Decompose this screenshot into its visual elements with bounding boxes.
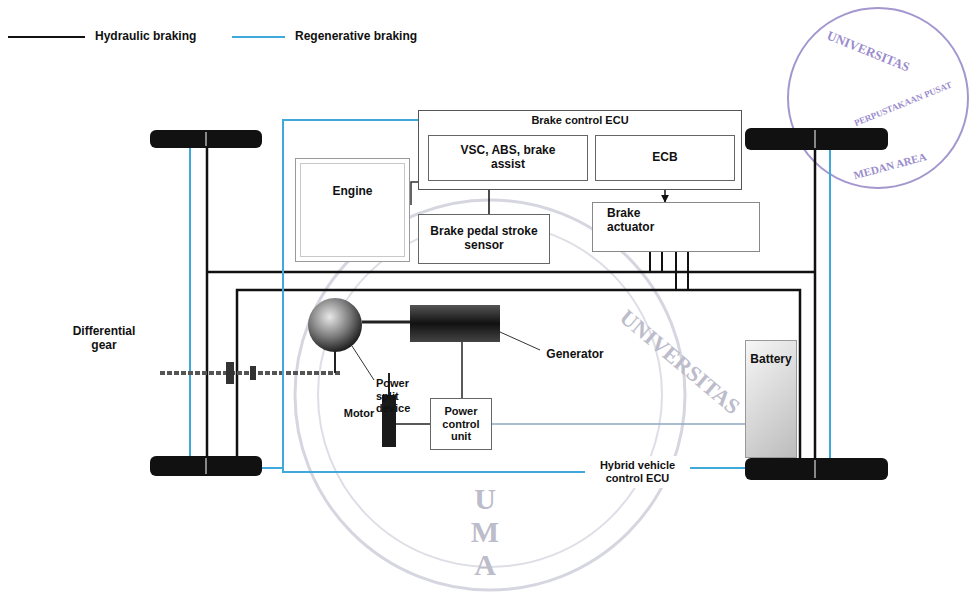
box-label: Battery xyxy=(750,353,791,367)
shaft xyxy=(362,321,410,324)
shaft xyxy=(334,350,336,373)
component-box: Battery xyxy=(745,340,797,458)
legend-text: Regenerative braking xyxy=(295,29,417,43)
hydraulic-line xyxy=(687,252,689,290)
legend-line xyxy=(232,36,285,38)
watermark-text: UMA xyxy=(470,482,500,581)
component-box: Hybrid vehicle control ECU xyxy=(585,456,690,488)
wheel-hub xyxy=(205,458,207,474)
hydraulic-line xyxy=(661,252,663,272)
wheel xyxy=(150,456,262,476)
box-label: Engine xyxy=(332,185,372,199)
sub-box: ECB xyxy=(595,135,735,181)
regen-line xyxy=(189,148,191,468)
stamp-text: MEDAN AREA xyxy=(852,150,928,182)
component-box: Brake actuator xyxy=(592,202,760,252)
part-label: Motor xyxy=(344,407,375,420)
hydraulic-line xyxy=(207,271,815,274)
legend-sample xyxy=(8,34,85,40)
box-label: Brake control ECU xyxy=(531,114,628,127)
box-label: VSC, ABS, brake assist xyxy=(458,144,558,172)
component-box: Engine xyxy=(295,158,410,262)
sensor-bracket xyxy=(411,182,418,205)
regen-line xyxy=(690,150,830,468)
part-label: Power split device xyxy=(376,377,432,415)
part-label: Differential gear xyxy=(59,325,149,353)
legend-sample xyxy=(232,34,285,40)
differential-gear xyxy=(226,362,234,384)
component-box: Brake control ECU VSC, ABS, brake assist E… xyxy=(418,110,742,190)
box-label: Brake actuator xyxy=(607,207,677,235)
differential-gear xyxy=(250,366,256,380)
leader-line xyxy=(352,346,374,380)
sub-box: VSC, ABS, brake assist xyxy=(428,135,588,181)
hydraulic-line xyxy=(814,150,817,458)
power-split-device xyxy=(308,298,362,352)
connector xyxy=(492,423,745,425)
wheel-hub xyxy=(205,132,207,146)
legend-text: Hydraulic braking xyxy=(95,29,196,43)
box-label: ECB xyxy=(652,151,677,165)
component-box: Power control unit xyxy=(430,398,492,450)
part-label: Generator xyxy=(546,348,603,362)
wheel xyxy=(745,458,888,480)
hydraulic-line xyxy=(675,252,677,290)
component-box: Brake pedal stroke sensor xyxy=(418,214,550,264)
leader-line xyxy=(500,332,540,350)
wheel xyxy=(745,128,888,150)
box-label: Brake pedal stroke sensor xyxy=(423,225,545,253)
hydraulic-line xyxy=(649,252,651,272)
stamp-text: UNIVERSITAS xyxy=(824,29,911,76)
stamp-text: PERPUSTAKAAN PUSAT xyxy=(853,80,954,129)
generator xyxy=(410,305,500,342)
wheel-hub xyxy=(814,130,816,148)
box-label: Hybrid vehicle control ECU xyxy=(588,459,687,484)
motor-wire xyxy=(396,423,430,425)
watermark-text: UNIVERSITAS xyxy=(615,305,745,420)
wheel xyxy=(150,130,262,148)
box-label: Power control unit xyxy=(434,405,488,443)
legend-line xyxy=(8,36,85,38)
wheel-hub xyxy=(814,460,816,478)
generator-wire xyxy=(461,342,463,398)
hydraulic-line xyxy=(206,148,209,456)
